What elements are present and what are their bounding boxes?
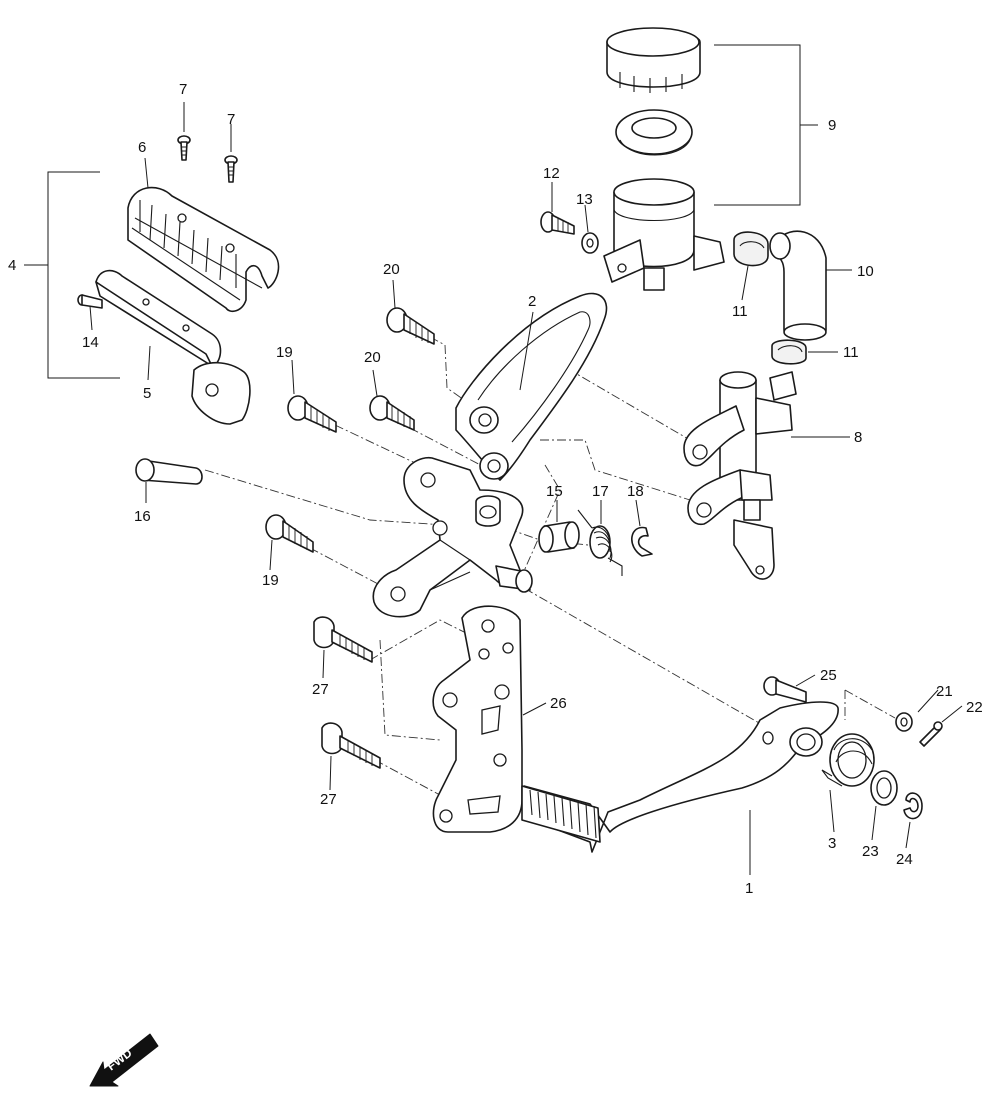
callout-20-lower: 20 [364, 349, 381, 366]
pedal-washer [870, 770, 898, 806]
callout-25: 25 [820, 667, 837, 684]
callout-12: 12 [543, 165, 560, 182]
bolt-20-upper [386, 307, 435, 345]
screw-upper-right [224, 155, 238, 183]
callout-27-upper: 27 [312, 681, 329, 698]
brake-pedal [521, 701, 839, 853]
collar [538, 521, 580, 553]
callout-19-upper: 19 [276, 344, 293, 361]
brake-fluid-reservoir [603, 27, 725, 291]
return-spring [577, 509, 623, 576]
callout-22: 22 [966, 699, 983, 716]
callout-9: 9 [828, 117, 836, 134]
callout-20-upper: 20 [383, 261, 400, 278]
screw-upper-left [177, 135, 191, 161]
reservoir-hose [769, 230, 827, 341]
pin-washer [895, 712, 913, 732]
callout-15: 15 [546, 483, 563, 500]
callout-21: 21 [936, 683, 953, 700]
forward-direction-arrow: FWD [89, 1033, 159, 1087]
bolt-27-upper [313, 616, 373, 663]
callout-18: 18 [627, 483, 644, 500]
reservoir-washer [581, 232, 599, 254]
callout-17: 17 [592, 483, 609, 500]
callout-23: 23 [862, 843, 879, 860]
footpeg-body [95, 269, 251, 425]
footpeg-pin [77, 294, 103, 309]
callout-11-lower: 11 [843, 344, 859, 361]
pivot-pin [135, 458, 203, 485]
callout-13: 13 [576, 191, 593, 208]
mounting-plate [432, 605, 523, 833]
callout-8: 8 [854, 429, 862, 446]
callout-2: 2 [528, 293, 536, 310]
cotter-pin [919, 721, 943, 747]
callouts: 7 7 6 4 14 5 9 12 13 10 11 11 8 2 20 20 … [8, 81, 983, 897]
callout-7-left: 7 [179, 81, 187, 98]
bolt-20-lower [369, 395, 415, 431]
callout-5: 5 [143, 385, 151, 402]
bolt-19-lower [265, 514, 314, 553]
hose-clamp-lower [771, 339, 807, 365]
leader-lines [24, 44, 963, 875]
callout-24: 24 [896, 851, 913, 868]
callout-10: 10 [857, 263, 874, 280]
callout-1: 1 [745, 880, 753, 897]
callout-27-lower: 27 [320, 791, 337, 808]
bolt-27-lower [321, 722, 381, 769]
pedal-pin [763, 676, 807, 703]
callout-16: 16 [134, 508, 151, 525]
callout-19-lower: 19 [262, 572, 279, 589]
callout-7-right: 7 [227, 111, 235, 128]
callout-11-upper: 11 [732, 303, 748, 320]
bolt-19-upper [287, 395, 337, 433]
heel-guard [455, 292, 608, 481]
pedal-circlip [903, 792, 923, 820]
reservoir-bolt [540, 211, 575, 235]
hose-clamp-upper [733, 231, 769, 267]
e-clip [631, 526, 653, 557]
callout-4: 4 [8, 257, 16, 274]
callout-14: 14 [82, 334, 99, 351]
callout-26: 26 [550, 695, 567, 712]
rear-master-cylinder [683, 371, 797, 580]
callout-6: 6 [138, 139, 146, 156]
callout-3: 3 [828, 835, 836, 852]
footpeg-rubber [127, 186, 280, 313]
main-bracket [372, 456, 533, 618]
pedal-return-spring [821, 733, 875, 787]
